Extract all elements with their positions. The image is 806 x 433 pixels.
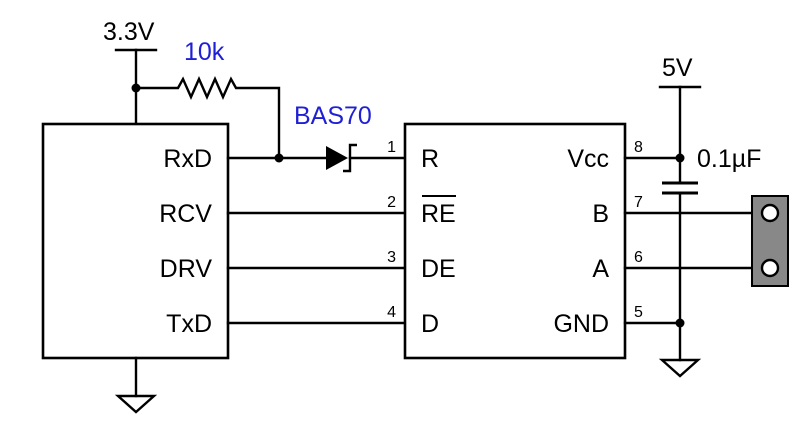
pin-number-2: 2	[387, 194, 396, 211]
supply-3v3-label: 3.3V	[103, 18, 155, 46]
transceiver-ground-symbol	[658, 358, 702, 378]
diode-bas70	[326, 146, 348, 170]
junction-rxd	[274, 153, 284, 163]
connector-terminal-a	[760, 258, 780, 278]
pin-name-a: A	[592, 255, 609, 283]
junction-vcc	[675, 153, 685, 163]
pin-name-de: DE	[421, 255, 456, 283]
transceiver-block	[403, 122, 627, 360]
resistor-10k	[134, 76, 281, 160]
pin-number-5: 5	[634, 304, 643, 321]
pin-number-3: 3	[387, 249, 396, 266]
mcu-pin-rcv: RCV	[159, 200, 212, 228]
connector-terminal-b	[760, 203, 780, 223]
pin-name-d: D	[421, 310, 439, 338]
pin-name-vcc: Vcc	[567, 145, 609, 173]
supply-5v-label: 5V	[662, 54, 693, 82]
capacitor-label: 0.1µF	[697, 145, 761, 173]
pin-number-7: 7	[634, 194, 643, 211]
mcu-block	[41, 122, 230, 360]
pin-name-gnd: GND	[553, 310, 609, 338]
pin-number-6: 6	[634, 249, 643, 266]
mcu-pin-rxd: RxD	[163, 145, 212, 173]
mcu-pin-drv: DRV	[160, 255, 213, 283]
mcu-pin-txd: TxD	[166, 310, 212, 338]
pin-number-1: 1	[387, 139, 396, 156]
pin-number-8: 8	[634, 139, 643, 156]
diode-label: BAS70	[294, 102, 372, 130]
mcu-ground-symbol	[114, 394, 158, 414]
resistor-label: 10k	[184, 38, 225, 66]
pin-number-4: 4	[387, 304, 396, 321]
junction-gnd	[675, 318, 685, 328]
pin-name-re: RE	[421, 200, 456, 228]
pin-name-b: B	[592, 200, 609, 228]
pin-name-r: R	[421, 145, 439, 173]
